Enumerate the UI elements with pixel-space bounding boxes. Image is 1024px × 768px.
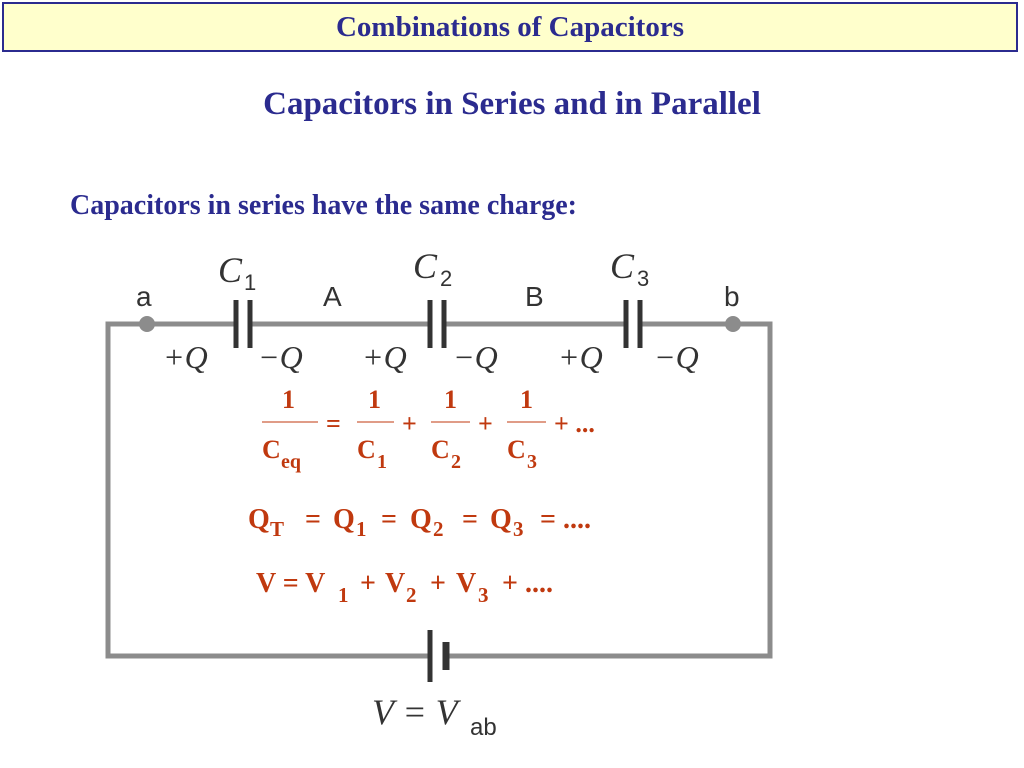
- charge-plus-c1: +Q: [163, 339, 208, 375]
- terminal-a: [139, 316, 155, 332]
- equation-charge-equality: Q T = Q 1 = Q 2 = Q 3 = ....: [248, 504, 591, 541]
- eq1-tail: + ...: [554, 409, 595, 438]
- eq2-equals-1: =: [305, 504, 321, 535]
- source-voltage-subscript: ab: [470, 714, 497, 741]
- eq3-plus-2: +: [430, 568, 446, 599]
- eq2-sub-3: 3: [513, 517, 524, 541]
- capacitor-c1: [233, 300, 253, 348]
- capacitor-c3: [623, 300, 643, 348]
- c3-subscript: 3: [637, 266, 649, 291]
- series-statement: Capacitors in series have the same charg…: [70, 190, 578, 221]
- eq2-q-t: Q: [248, 504, 270, 535]
- terminal-b: [725, 316, 741, 332]
- eq1-den-1-sub: 1: [377, 451, 387, 473]
- eq3-lhs: V = V: [256, 568, 325, 599]
- eq2-q-3: Q: [490, 504, 512, 535]
- eq3-sub-3: 3: [478, 583, 489, 607]
- eq2-q-2: Q: [410, 504, 432, 535]
- eq3-tail: + ....: [502, 568, 553, 599]
- eq1-den-3-sub: 3: [527, 451, 537, 473]
- eq1-den-2: C: [431, 435, 450, 464]
- eq1-equals: =: [326, 409, 341, 438]
- eq1-den-lhs: C: [262, 435, 281, 464]
- node-label-b: b: [724, 281, 740, 312]
- eq3-sub-2: 2: [406, 583, 417, 607]
- eq1-num-2: 1: [444, 385, 457, 414]
- charge-minus-c1: −Q: [258, 339, 303, 375]
- charge-minus-c2: −Q: [453, 339, 498, 375]
- circuit-wires: [105, 321, 773, 659]
- c1-subscript: 1: [244, 270, 256, 295]
- charge-plus-c3: +Q: [558, 339, 603, 375]
- eq1-num-lhs: 1: [282, 385, 295, 414]
- equation-voltage-sum: V = V 1 + V 2 + V 3 + ....: [256, 568, 553, 607]
- source-voltage-label: V = V: [372, 692, 462, 732]
- eq3-v-2: V: [385, 568, 405, 599]
- c2-label: C: [413, 246, 438, 286]
- slide-subtitle: Capacitors in Series and in Parallel: [263, 86, 761, 122]
- charge-minus-c3: −Q: [654, 339, 699, 375]
- node-label-a: a: [136, 281, 152, 312]
- charge-plus-c2: +Q: [362, 339, 407, 375]
- eq2-sub-2: 2: [433, 517, 444, 541]
- eq2-q-1: Q: [333, 504, 355, 535]
- eq1-plus-1: +: [402, 409, 417, 438]
- eq1-num-1: 1: [368, 385, 381, 414]
- wire-left-loop: [105, 321, 430, 659]
- eq3-sub-1: 1: [338, 583, 349, 607]
- equation-reciprocal-capacitance: 1 C eq = 1 C 1 + 1 C 2 + 1 C 3 + ...: [262, 385, 595, 473]
- eq2-sub-t: T: [270, 517, 284, 541]
- eq3-plus-1: +: [360, 568, 376, 599]
- c1-label: C: [218, 250, 243, 290]
- slide-title: Combinations of Capacitors: [335, 10, 684, 43]
- eq2-sub-1: 1: [356, 517, 367, 541]
- eq1-num-3: 1: [520, 385, 533, 414]
- eq1-den-2-sub: 2: [451, 451, 461, 473]
- c3-label: C: [610, 246, 635, 286]
- eq1-den-3: C: [507, 435, 526, 464]
- title-bar: Combinations of Capacitors: [2, 2, 1018, 52]
- wire-right-loop: [446, 321, 773, 659]
- eq2-equals-3: =: [462, 504, 478, 535]
- eq2-tail: = ....: [540, 504, 591, 535]
- eq1-den-1: C: [357, 435, 376, 464]
- node-label-B: B: [525, 281, 544, 312]
- eq1-plus-2: +: [478, 409, 493, 438]
- battery-symbol: [427, 630, 450, 682]
- eq1-den-lhs-sub: eq: [281, 451, 301, 473]
- eq3-v-3: V: [456, 568, 476, 599]
- c2-subscript: 2: [440, 266, 452, 291]
- capacitor-c2: [427, 300, 447, 348]
- node-label-A: A: [323, 281, 342, 312]
- eq2-equals-2: =: [381, 504, 397, 535]
